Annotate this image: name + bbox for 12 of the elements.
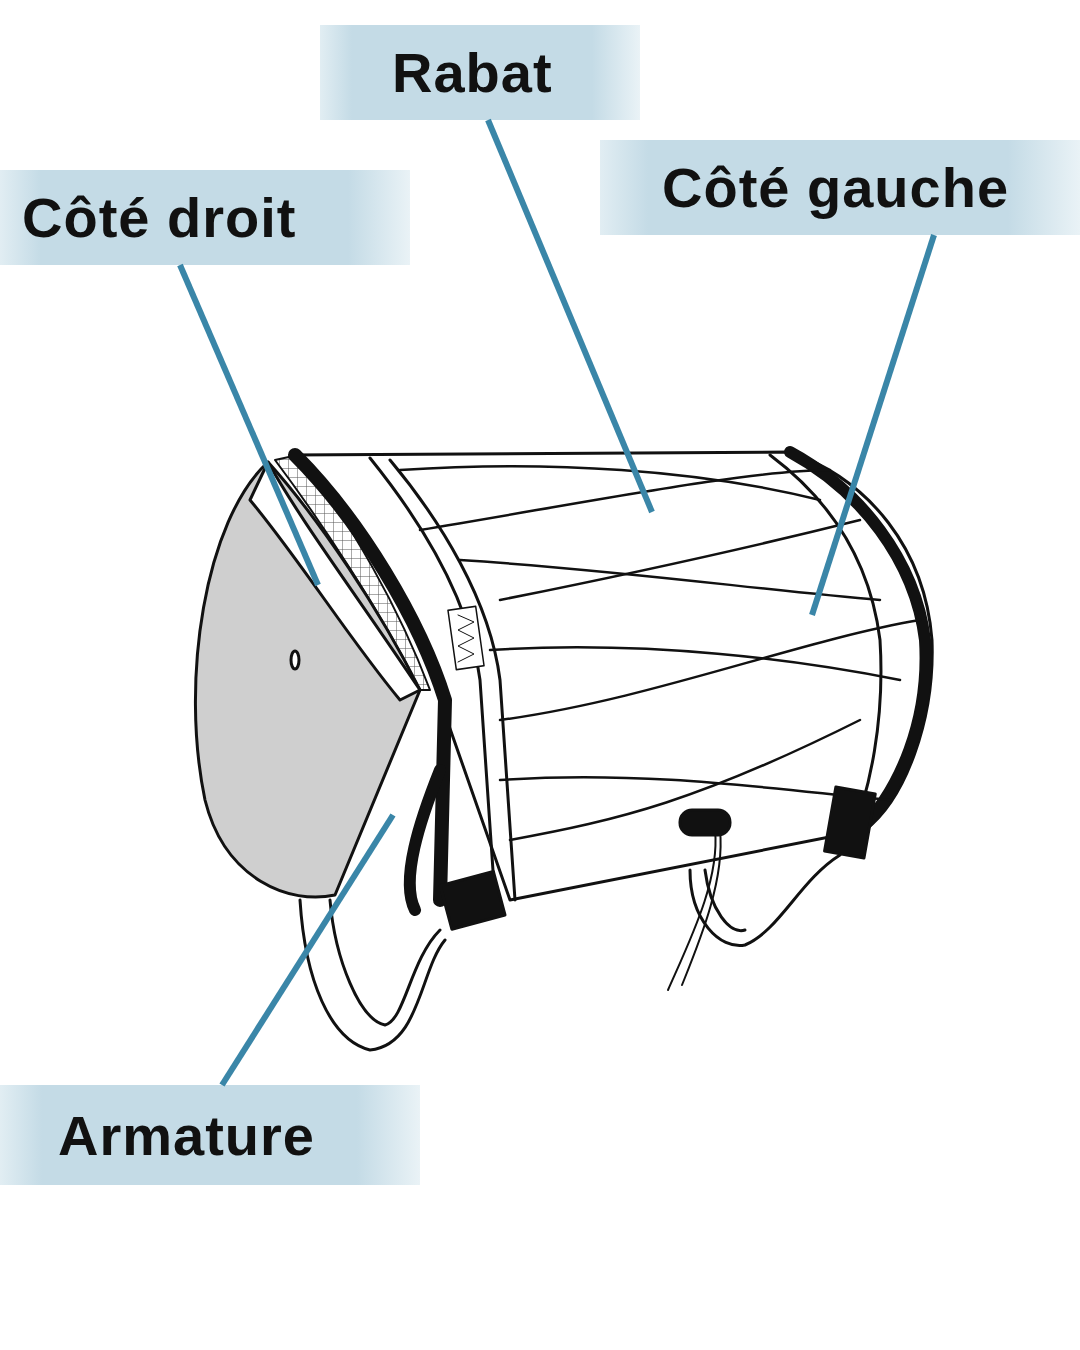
label-brush-stroke — [320, 25, 640, 120]
label-brush-stroke — [600, 140, 1080, 235]
part-label: Côté droit — [22, 185, 297, 250]
leader-line — [809, 234, 937, 616]
label-brush-stroke — [0, 170, 410, 265]
part-label: Côté gauche — [662, 155, 1010, 220]
part-label: Rabat — [392, 40, 553, 105]
leader-line — [485, 118, 655, 514]
leader-line — [219, 813, 396, 1087]
label-brush-stroke — [0, 1085, 420, 1185]
part-label: Armature — [58, 1102, 315, 1168]
leader-line — [177, 263, 321, 587]
